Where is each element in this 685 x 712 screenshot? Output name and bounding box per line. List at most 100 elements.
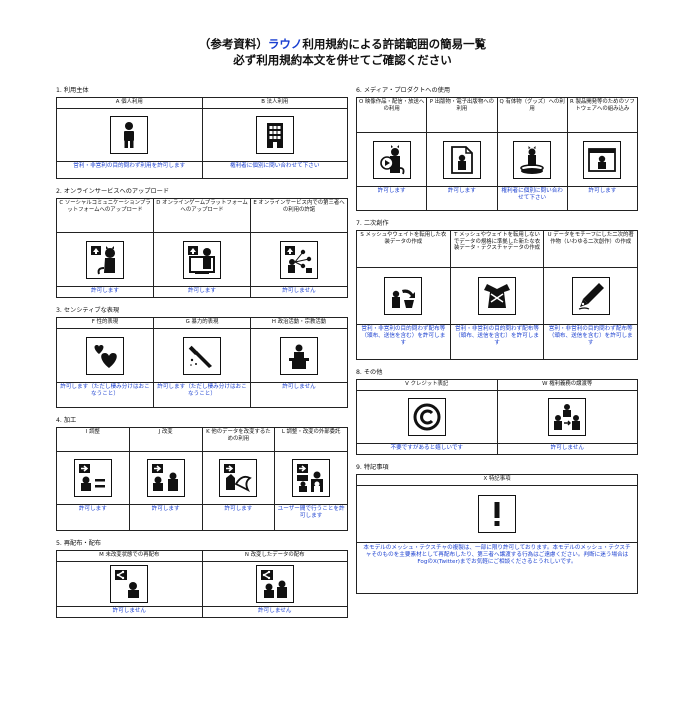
goods-icon [513, 140, 552, 179]
distribute-modified-icon [255, 565, 294, 603]
software-icon [583, 140, 622, 179]
cell-header: A 個人利用 [57, 98, 202, 109]
section-special-notes: 9. 特記事項 X 特記事項 本モデルのメッシュ・テクスチャの複製は、一部に限り… [356, 463, 638, 594]
cell-header: D オンラインゲームプラットフォームへのアップロード [154, 199, 250, 233]
cell-i-adjust: I 調整 許可します [57, 428, 130, 530]
knife-icon [183, 336, 221, 375]
cell-n-distribute-modified: N 改変したデータの配布 許可しません [202, 551, 347, 617]
new-cloth-icon [478, 277, 516, 315]
section-derivative-works: 7. 二次創作 S メッシュやウェイトを転用した衣装データの作成 営利・非営利の… [356, 219, 638, 360]
building-icon [255, 116, 294, 154]
cell-r-software: R 製品開発等のためのソフトウェアへの組み込み 許可します [567, 98, 637, 210]
cell-permission: 営利・非営利の目的問わず配布等（頒布、送信を含む）を許可します [361, 326, 446, 346]
cell-k-reuse: K 他のデータを改変するための利用 許可します [202, 428, 276, 530]
publication-icon [442, 140, 481, 179]
section-title: 6. メディア・プロダクトへの使用 [356, 87, 451, 94]
copyright-icon [407, 398, 446, 436]
cell-x-special: X 特記事項 本モデルのメッシュ・テクスチャの複製は、一部に限り許可しております… [357, 475, 637, 593]
title-prefix: （参考資料） [198, 37, 268, 51]
cell-f-sexual: F 性的表現 許可します（ただし棲み分けはおこなうこと） [57, 318, 154, 407]
cell-header: C ソーシャルコミュニケーションプラットフォームへのアップロード [57, 199, 153, 233]
section-title: 8. その他 [356, 369, 383, 376]
title-main: 利用規約による許諾範囲の簡易一覧 [302, 37, 487, 51]
adjust-icon [73, 459, 112, 497]
section-title: 9. 特記事項 [356, 464, 389, 471]
section-other: 8. その他 V クレジット表記 不要ですがあると嬉しいです W 権利義務の譲渡… [356, 368, 638, 455]
cell-permission: 許可しません [282, 384, 316, 390]
cell-permission: 不要ですがあると嬉しいです [390, 445, 464, 451]
section-table: A 個人利用 営利・非営利の目的問わず利用を許可します B 法人利用 権利者に個… [56, 97, 348, 179]
cell-header: G 暴力的表現 [154, 318, 250, 329]
cell-permission: ユーザー間で行うことを許可します [277, 506, 345, 519]
section-table: V クレジット表記 不要ですがあると嬉しいです W 権利義務の譲渡等 許可しませ… [356, 379, 638, 455]
cell-header: N 改変したデータの配布 [202, 551, 347, 562]
cell-permission: 権利者に個別に問い合わせて下さい [501, 188, 563, 201]
section-table: M 未改変状態での再配布 許可しません N 改変したデータの配布 許可しません [56, 550, 348, 618]
section-table: F 性的表現 許可します（ただし棲み分けはおこなうこと） G 暴力的表現 許可し… [56, 317, 348, 408]
cell-permission: 営利・非営利の目的問わず配布等（頒布、送信を含む）を許可します [455, 326, 539, 346]
cell-v-credit: V クレジット表記 不要ですがあると嬉しいです [357, 380, 498, 454]
cell-permission: 許可します [151, 506, 180, 512]
cell-p-publication: P 出版物・電子出版物への利用 許可します [427, 98, 498, 210]
cell-permission: 許可しません [258, 608, 292, 614]
exclamation-icon [478, 495, 516, 533]
cell-permission: 営利・非営利の目的問わず配布等（頒布、送信を含む）を許可します [548, 326, 633, 346]
cell-s-recycle-cloth: S メッシュやウェイトを転用した衣装データの作成 営利・非営利の目的問わず配布等… [357, 231, 451, 359]
page-title: （参考資料）ラウノ利用規約による許諾範囲の簡易一覧 [0, 36, 685, 52]
cell-m-redistribute: M 未改変状態での再配布 許可しません [57, 551, 203, 617]
cell-h-political: H 政治活動・宗教活動 許可しません [251, 318, 347, 407]
cell-header: U データをモチーフにした二次的著作物（いわゆる二次創作）の作成 [544, 231, 638, 268]
transfer-icon [548, 398, 587, 436]
sns-upload-icon [86, 240, 124, 279]
section-table: C ソーシャルコミュニケーションプラットフォームへのアップロード 許可します D… [56, 198, 348, 298]
cell-permission: 許可しません [550, 445, 584, 451]
title-product-name: ラウノ [267, 37, 303, 51]
cell-permission: 許可します [188, 288, 216, 294]
cell-header: Q 有体物（グッズ）への利用 [497, 98, 567, 133]
section-title: 3. センシティブな表現 [56, 307, 120, 314]
cell-t-new-cloth: T メッシュやウェイトを転用しないでデータの規格に準拠した新たな衣装データ・テク… [450, 231, 545, 359]
cell-header: B 法人利用 [202, 98, 347, 109]
cell-e-third-party: E オンラインサービス内での第三者への利用の許諾 許可しません [251, 199, 347, 297]
cell-header: E オンラインサービス内での第三者への利用の許諾 [251, 199, 347, 233]
cell-permission: 許可します [588, 188, 617, 194]
third-party-license-icon [280, 240, 318, 279]
cell-b-corporate: B 法人利用 権利者に個別に問い合わせて下さい [202, 98, 347, 178]
cell-permission: 本モデルのメッシュ・テクスチャの複製は、一部に限り許可しております。本モデルのメ… [363, 545, 631, 565]
modify-icon [146, 459, 185, 497]
cell-o-video: O 映像作品・配信・放送への利用 許可します [357, 98, 428, 210]
cell-w-transfer: W 権利義務の譲渡等 許可しません [497, 380, 637, 454]
cell-j-modify: J 改変 許可します [129, 428, 203, 530]
reuse-parts-icon [219, 459, 258, 497]
cell-d-game-upload: D オンラインゲームプラットフォームへのアップロード 許可します [154, 199, 251, 297]
section-title: 7. 二次創作 [356, 220, 389, 227]
cell-header: K 他のデータを改変するための利用 [202, 428, 275, 452]
video-icon [372, 140, 411, 179]
cell-permission: 許可します（ただし棲み分けはおこなうこと） [157, 384, 247, 397]
page-subtitle: 必ず利用規約本文を併せてご確認ください [233, 53, 452, 67]
cell-header: S メッシュやウェイトを転用した衣装データの作成 [357, 231, 450, 268]
section-title: 4. 加工 [56, 417, 77, 424]
cell-header: P 出版物・電子出版物への利用 [427, 98, 497, 133]
cell-permission: 許可します [377, 188, 406, 194]
cell-header: M 未改変状態での再配布 [57, 551, 202, 562]
cell-permission: 許可します [447, 188, 476, 194]
section-table: O 映像作品・配信・放送への利用 許可します P 出版物・電子出版物への利用 許… [356, 97, 638, 211]
cell-header: H 政治活動・宗教活動 [251, 318, 347, 329]
cell-permission: 許可しません [282, 288, 316, 294]
cell-q-goods: Q 有体物（グッズ）への利用 権利者に個別に問い合わせて下さい [497, 98, 568, 210]
cell-header: L 調整・改変の外部委託 [275, 428, 347, 452]
cell-a-personal: A 個人利用 営利・非営利の目的問わず利用を許可します [57, 98, 203, 178]
person-icon [110, 116, 149, 154]
section-redistribution: 5. 再配布・配布 M 未改変状態での再配布 許可しません N 改変したデータの… [56, 539, 348, 618]
cell-header: O 映像作品・配信・放送への利用 [357, 98, 427, 133]
left-column: 1. 利用主体 A 個人利用 営利・非営利の目的問わず利用を許可します B 法人… [56, 86, 348, 626]
cell-header: V クレジット表記 [357, 380, 497, 391]
section-sensitive-expression: 3. センシティブな表現 F 性的表現 許可します（ただし棲み分けはおこなうこと… [56, 306, 348, 408]
cell-permission: 権利者に個別に問い合わせて下さい [229, 163, 320, 169]
section-title: 5. 再配布・配布 [56, 540, 101, 547]
podium-icon [280, 336, 318, 375]
cell-u-fan-work: U データをモチーフにした二次的著作物（いわゆる二次創作）の作成 営利・非営利の… [544, 231, 638, 359]
hearts-icon [86, 336, 124, 375]
section-table: S メッシュやウェイトを転用した衣装データの作成 営利・非営利の目的問わず配布等… [356, 230, 638, 360]
